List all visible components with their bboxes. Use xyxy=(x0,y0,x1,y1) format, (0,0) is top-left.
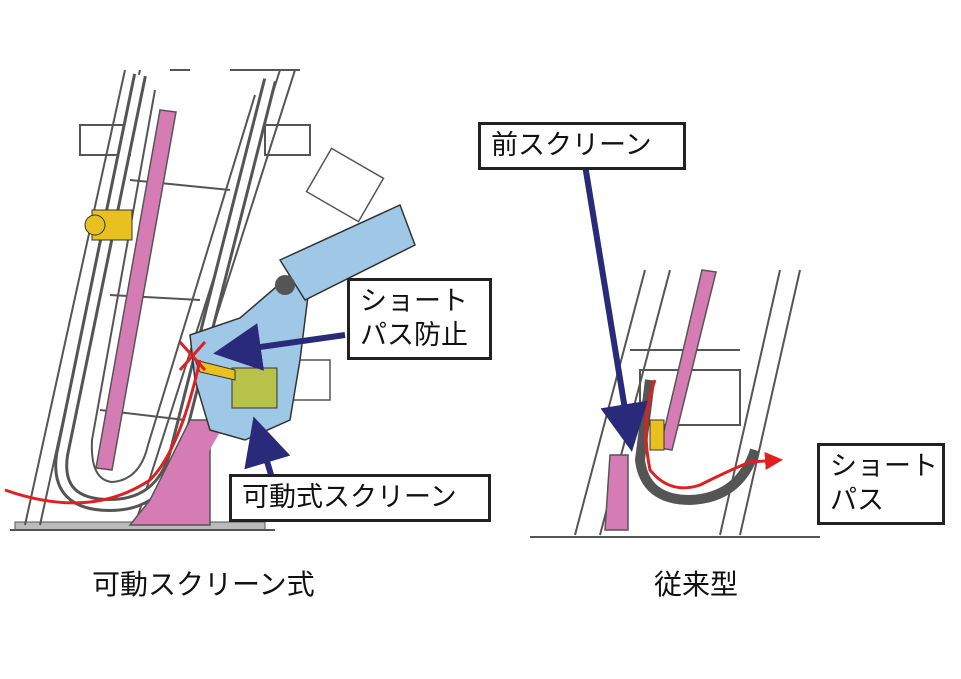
label-front-screen-text: 前スクリーン xyxy=(491,130,652,161)
left-flow-line xyxy=(4,359,202,505)
label-movable-screen: 可動式スクリーン xyxy=(229,474,491,522)
conventional-figure xyxy=(530,164,820,538)
arrow-to-short-pass-prevention xyxy=(213,323,346,371)
label-short-pass-line2: パス xyxy=(830,484,884,516)
label-short-pass-prevention-line1: ショート xyxy=(360,286,468,317)
olive-bracket xyxy=(231,367,278,409)
label-short-pass-line1: ショート xyxy=(830,451,938,482)
movable-screen-figure xyxy=(4,69,416,531)
right-conveyor-u-track xyxy=(634,379,760,506)
right-pink-rail xyxy=(659,269,717,451)
yellow-tensioner xyxy=(84,209,133,241)
caption-left: 可動スクリーン式 xyxy=(92,568,315,601)
blue-arm xyxy=(278,203,416,301)
caption-right: 従来型 xyxy=(654,568,739,601)
blocked-x-mark xyxy=(178,341,207,371)
right-pink-support xyxy=(604,454,629,531)
arrow-to-movable-screen xyxy=(244,416,291,479)
left-pink-rail xyxy=(95,109,177,471)
label-short-pass: ショート パス xyxy=(817,443,945,525)
label-short-pass-prevention: ショート パス防止 xyxy=(347,278,492,360)
arrow-to-front-screen xyxy=(582,164,648,452)
label-short-pass-prevention-line2: パス防止 xyxy=(360,319,468,351)
label-front-screen: 前スクリーン xyxy=(478,122,686,170)
label-movable-screen-text: 可動式スクリーン xyxy=(242,482,457,513)
